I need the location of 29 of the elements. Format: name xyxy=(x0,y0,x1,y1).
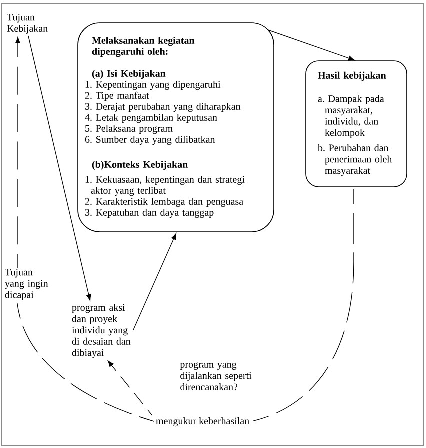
dashed-line xyxy=(253,188,354,422)
heading: Hasil kebijakan xyxy=(318,72,386,81)
list-item: b. Perubahan dan penerimaan oleh masyarakat xyxy=(318,144,392,176)
list-item: 3. Derajat perubahan yang diharapkan xyxy=(85,102,241,112)
arrow xyxy=(28,36,92,301)
list-item: 6. Sumber daya yang dilibatkan xyxy=(85,136,216,146)
rounded-box xyxy=(78,22,274,232)
dashed-arrow xyxy=(108,360,153,416)
list-item: 4. Letak pengambilan keputusan xyxy=(85,114,218,124)
dashed-line xyxy=(17,302,154,422)
heading: (a) Isi Kebijakan xyxy=(92,70,166,80)
heading: Melaksanakan kegiatan dipengaruhi oleh: xyxy=(92,36,195,58)
node-text: Tujuan yang ingin dicapai xyxy=(5,269,48,300)
rounded-box xyxy=(306,60,408,188)
arrow xyxy=(268,30,355,61)
list-item: 2. Tipe manfaat xyxy=(85,92,150,102)
dashed-arrow xyxy=(16,37,20,268)
list-item: 5. Pelaksana program xyxy=(86,124,173,134)
list-item: 3. Kepatuhan dan daya tanggap xyxy=(85,208,214,218)
node-text: Tujuan Kebijakan xyxy=(7,14,48,34)
list-item: a. Dampak pada masyarakat, individu, dan kelompok xyxy=(318,95,384,138)
node-text: mengukur keberhasilan xyxy=(156,418,250,427)
list-item: 1. Kepentingan yang dipengaruhi xyxy=(86,80,221,90)
note: program yang dijalankan seperti direncanakan? xyxy=(180,362,252,391)
list-item: 2. Karakteristik lembaga dan penguasa xyxy=(85,198,244,208)
arrow xyxy=(133,233,177,331)
heading: (b)Konteks Kebijakan xyxy=(92,160,188,170)
node-text: program aksi dan proyek individu yang di desaian dan dibiayai xyxy=(72,304,131,358)
list-item: 1. Kekuasaan, kepentingan dan strategi aktor yang terlibat xyxy=(86,176,245,196)
